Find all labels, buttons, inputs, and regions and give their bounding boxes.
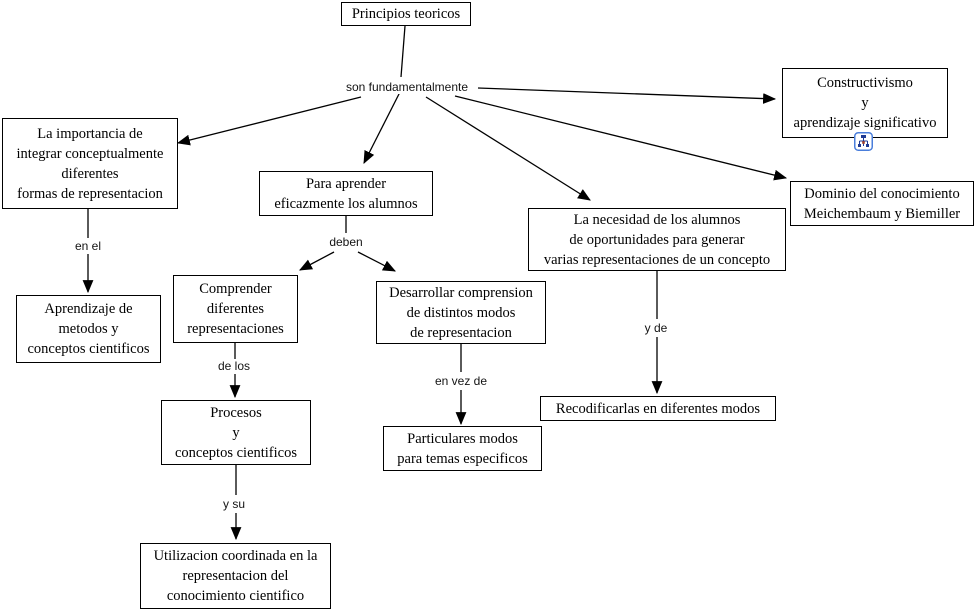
node-aprendizaje-metodos[interactable]: Aprendizaje de metodos y conceptos cient… [16, 295, 161, 363]
link-label-son-fundamentalmente[interactable]: son fundamentalmente [342, 80, 472, 94]
arrow-label-to-importancia [176, 96, 362, 146]
link-label-y-su[interactable]: y su [219, 497, 249, 511]
node-dominio-conocimiento[interactable]: Dominio del conocimiento Meichembaum y B… [790, 181, 974, 226]
arrow-deben-to-comprender [299, 251, 335, 271]
node-comprender-representaciones[interactable]: Comprender diferentes representaciones [173, 275, 298, 343]
node-para-aprender[interactable]: Para aprender eficazmente los alumnos [259, 171, 433, 216]
arrow-label-to-necesidad [425, 96, 591, 201]
node-necesidad-oportunidades[interactable]: La necesidad de los alumnos de oportunid… [528, 208, 786, 271]
node-constructivismo[interactable]: Constructivismo y aprendizaje significat… [782, 68, 948, 138]
link-label-de-los[interactable]: de los [214, 359, 254, 373]
link-label-deben[interactable]: deben [326, 235, 366, 249]
node-desarrollar-comprension[interactable]: Desarrollar comprension de distintos mod… [376, 281, 546, 344]
submap-icon[interactable] [854, 132, 873, 151]
arrow-deben-to-desarrollar [357, 251, 396, 272]
node-recodificarlas[interactable]: Recodificarlas en diferentes modos [540, 396, 776, 421]
arrow-label-to-constructivismo [477, 87, 777, 104]
link-label-en-vez-de[interactable]: en vez de [431, 374, 491, 388]
node-principios-teoricos[interactable]: Principios teoricos [341, 2, 471, 26]
node-particulares-modos[interactable]: Particulares modos para temas especifico… [383, 426, 542, 471]
link-label-en-el[interactable]: en el [71, 239, 105, 253]
arrow-label-to-para-aprender [363, 91, 401, 164]
node-procesos-conceptos[interactable]: Procesos y conceptos cientificos [161, 400, 311, 465]
line-principios-to-label [400, 25, 406, 78]
node-utilizacion-coordinada[interactable]: Utilizacion coordinada en la representac… [140, 543, 331, 609]
node-importancia-integrar[interactable]: La importancia de integrar conceptualmen… [2, 118, 178, 209]
link-label-y-de[interactable]: y de [641, 321, 671, 335]
arrow-label-to-dominio [454, 95, 788, 181]
